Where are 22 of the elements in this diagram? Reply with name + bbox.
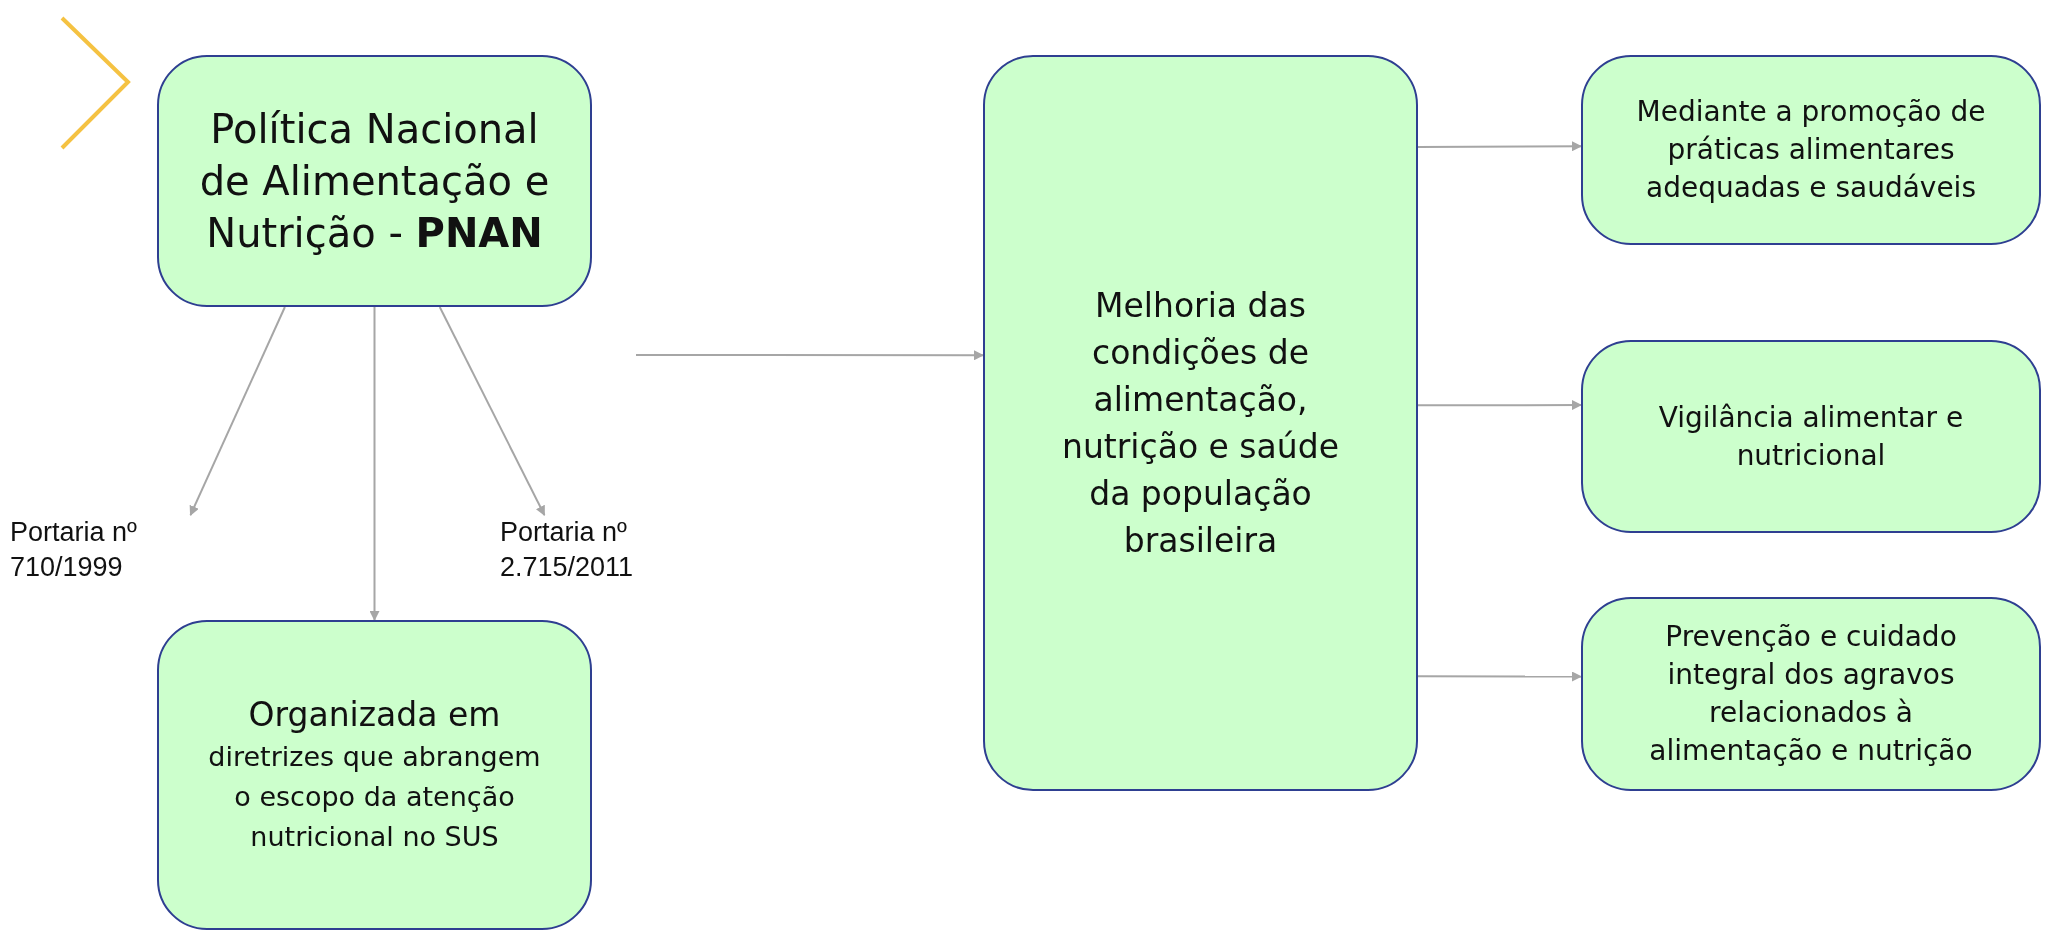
box-text: diretrizes que abrangem o escopo da atenção nutricional no SUS	[207, 740, 542, 854]
rounded-box	[1581, 55, 2041, 245]
box-text: Mediante a promoção de práticas alimentares adequadas e saudáveis	[1635, 94, 1987, 206]
label-text: Portaria nº 2.715/2011	[500, 516, 635, 584]
box-text: Melhoria das condições de alimentação, nutrição e saúde da população brasileira	[1061, 285, 1340, 562]
box-text: Vigilância alimentar e nutricional	[1657, 399, 1965, 474]
arrow	[1417, 671, 1582, 682]
rounded-box	[983, 55, 1418, 791]
box-text: Prevenção e cuidado integral dos agravos relacionados à alimentação e nutrição	[1648, 619, 1974, 769]
box-text: Política Nacional de Alimentação e Nutrição - PNAN	[199, 105, 550, 258]
label-text: Portaria nº 710/1999	[10, 516, 138, 584]
rounded-box	[1581, 340, 2041, 533]
rounded-box	[157, 620, 592, 930]
arrow	[1417, 141, 1582, 152]
arrow	[189, 306, 286, 516]
box-text: Organizada em	[248, 694, 501, 736]
arrow	[635, 350, 984, 361]
rounded-box	[157, 55, 592, 307]
arrow	[438, 306, 546, 516]
rounded-box	[1581, 597, 2041, 791]
arrow	[1417, 400, 1582, 411]
arrow	[369, 306, 380, 621]
